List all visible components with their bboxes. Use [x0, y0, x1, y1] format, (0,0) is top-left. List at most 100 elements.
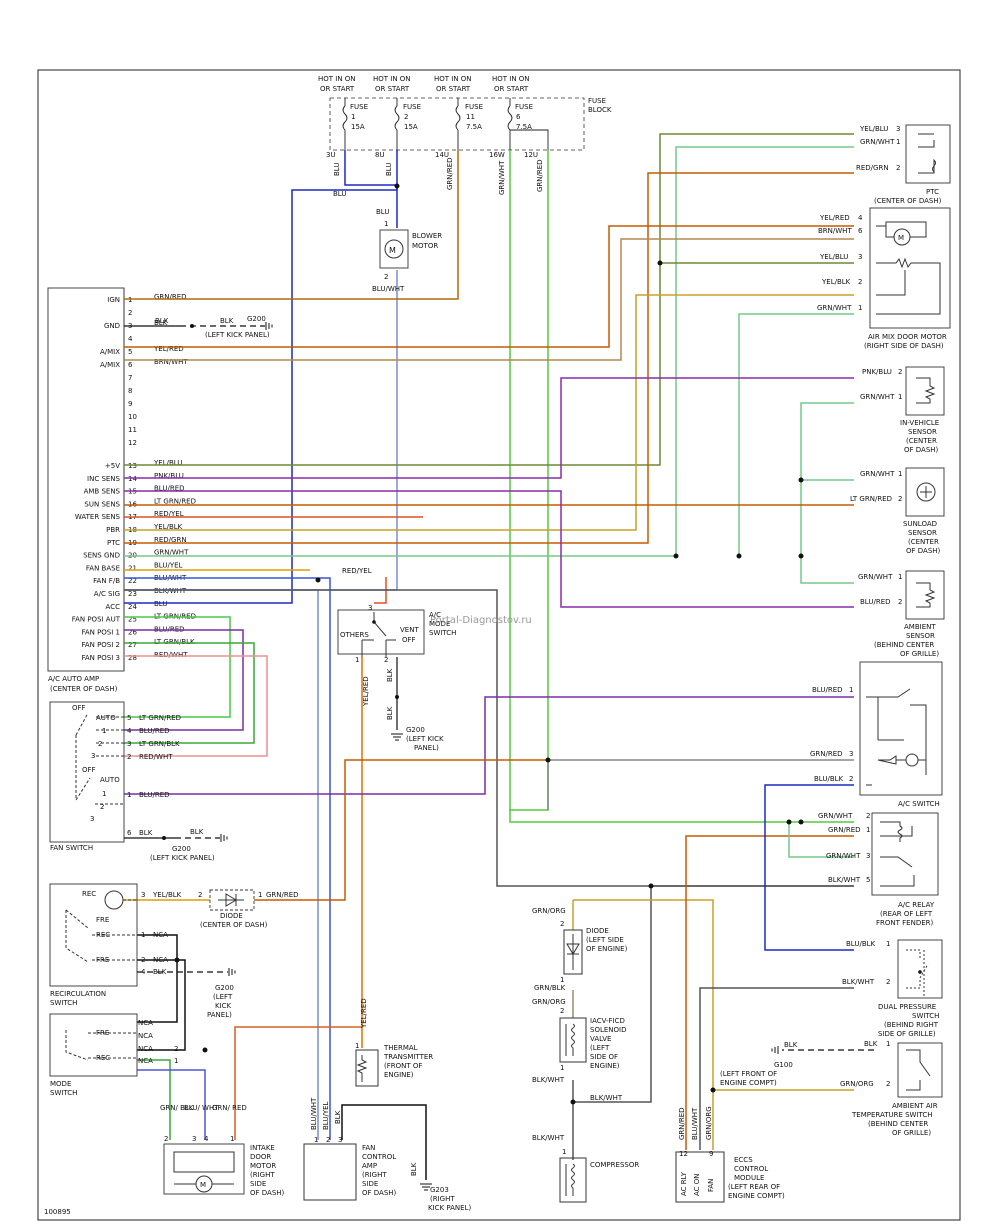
eccs-label-b: CONTROL	[734, 1165, 768, 1173]
air-mix-door-motor: M YEL/RED 4 BRN/WHT 6 YEL/BLU 3 YEL/BLK …	[817, 207, 951, 350]
amp-pin-number: 9	[128, 400, 132, 408]
mode-p1: 1	[174, 1057, 178, 1065]
intake-door-motor: M GRN/ BLK BLU/ WHT GRN/ RED 2 3 4 1 INT…	[160, 1104, 285, 1197]
g100-id: G100	[774, 1061, 793, 1069]
invehicle-label-c: (CENTER	[906, 437, 937, 445]
fan-gnd-loc: (LEFT KICK PANEL)	[150, 854, 215, 862]
amp-pin-label: PTC	[107, 539, 120, 547]
ambtemp-label-a: AMBIENT AIR	[892, 1102, 938, 1110]
mode-rec: REC	[96, 1054, 110, 1062]
hot-label-3a: HOT IN ON	[434, 75, 472, 83]
acrelay-pin-4: 5	[866, 876, 870, 884]
vent-vent: VENT	[400, 626, 419, 634]
eccs-wire-1: GRN/RED	[678, 1107, 686, 1140]
hot-label-2b: OR START	[375, 85, 410, 93]
mode-label-a: MODE	[50, 1080, 71, 1088]
ambient-label-a: AMBIENT	[904, 623, 936, 631]
g100-wire: BLK	[784, 1041, 798, 1049]
g200b-loc-a: (LEFT KICK	[406, 735, 444, 743]
diode-c-pin-l: 2	[198, 891, 202, 899]
invehicle-pin-1: 2	[898, 368, 902, 376]
hot-label-4b: OR START	[494, 85, 529, 93]
dualpress-pin-1: 1	[886, 940, 890, 948]
eccs-label-d: (LEFT REAR OF	[728, 1183, 780, 1191]
fanamp-pin-1: 1	[314, 1136, 318, 1144]
fan-pin-5: 5	[127, 714, 131, 722]
fan-p3b: 3	[90, 815, 94, 823]
intake-wire-1: GRN/ BLK	[160, 1104, 194, 1112]
intake-label-f: OF DASH)	[250, 1189, 285, 1197]
fan-pin-3: 3	[127, 740, 131, 748]
recirc-label-a: RECIRCULATION	[50, 990, 106, 998]
fuse-11-num: 11	[466, 113, 475, 121]
eccs-label-c: MODULE	[734, 1174, 764, 1182]
fuse-1-word: FUSE	[350, 103, 368, 111]
ambient-sensor: GRN/WHT 1 BLU/RED 2 AMBIENT SENSOR (BEHI…	[858, 570, 945, 658]
compressor-wire-1: BLK/WHT	[590, 1094, 623, 1102]
ambtemp-pin-2: 2	[886, 1080, 890, 1088]
vent-off: OFF	[402, 636, 416, 644]
amp-pin-number: 28	[128, 654, 137, 662]
fuse-block-label-a: FUSE	[588, 97, 606, 105]
iacv-label-f: ENGINE)	[590, 1062, 620, 1070]
gnd-wire-2: BLK	[220, 317, 234, 325]
thermal-label-a: THERMAL	[383, 1044, 418, 1052]
amp-pin-wire: PNK/BLU	[154, 472, 184, 480]
invehicle-label-b: SENSOR	[908, 428, 937, 436]
thermal-label-c: (FRONT OF	[384, 1062, 422, 1070]
recirc-rec2: REC	[96, 931, 110, 939]
amp-pin-number: 24	[128, 603, 137, 611]
amp-pin-wire: GRN/RED	[154, 293, 187, 301]
fan-off-2: OFF	[82, 766, 96, 774]
ambient-pin-1: 1	[898, 573, 902, 581]
svg-text:M: M	[898, 234, 904, 242]
amp-pin-wire: LT GRN/BLK	[154, 638, 195, 646]
ambient-pin-2: 2	[898, 598, 902, 606]
ac-relay: GRN/WHT 2 GRN/RED 1 GRN/WHT 3 BLK/WHT 5 …	[818, 812, 939, 927]
junction-dots	[174, 183, 804, 1105]
fan-p3: 3	[91, 752, 95, 760]
diode-c-wire-r: GRN/RED	[266, 891, 299, 899]
amp-pin-wire: RED/YEL	[154, 510, 184, 518]
mode-fre: FRE	[96, 1029, 109, 1037]
fan-pin-2: 2	[127, 753, 131, 761]
fan-control-amp: BLU/WHT BLU/YEL BLK 1 2 3 FAN CONTROL AM…	[303, 1097, 471, 1212]
amp-pin-label: FAN POSI 2	[81, 641, 120, 649]
recirc-label-b: SWITCH	[50, 999, 77, 1007]
airmix-wire-5: GRN/WHT	[817, 304, 852, 312]
fan-p1: 1	[102, 727, 106, 735]
recirc-wire-2: NCA	[153, 956, 168, 964]
iacv-label-c: VALVE	[590, 1035, 611, 1043]
amp-pin-label: FAN BASE	[86, 564, 120, 572]
ambtemp-label-b: TEMPERATURE SWITCH	[851, 1111, 933, 1119]
iacv-ficd-valve: GRN/ORG 2 1 BLK/WHT IACV-FICD SOLENOID V…	[532, 998, 626, 1084]
ambtemp-pin-1: 1	[886, 1040, 890, 1048]
eccs-wire-3: GRN/ORG	[705, 1106, 713, 1140]
dualpress-wire-1: BLU/BLK	[846, 940, 876, 948]
mode-p2: 2	[174, 1045, 178, 1053]
diode-e-label-b: (LEFT SIDE	[586, 936, 624, 944]
vent-others: OTHERS	[340, 631, 369, 639]
fan-switch-label: FAN SWITCH	[50, 844, 93, 852]
recirc-gnd-loc-b: KICK	[215, 1002, 232, 1010]
fuse-2-amp: 15A	[404, 123, 418, 131]
eccs-pinlabel-2: AC ON	[693, 1173, 701, 1196]
g200b-id: G200	[406, 726, 425, 734]
fan-auto-2: AUTO	[100, 776, 120, 784]
amp-pin-number: 5	[128, 348, 132, 356]
sunload-label-a: SUNLOAD	[903, 520, 937, 528]
wire-label-grnred-1: GRN/RED	[446, 157, 454, 190]
ambient-label-d: OF GRILLE)	[900, 650, 939, 658]
ptc-component: YEL/BLU 3 GRN/WHT 1 RED/GRN 2 PTC (CENTE…	[856, 124, 951, 205]
intake-wire-3: GRN/ RED	[212, 1104, 247, 1112]
ptc-wire-2: GRN/WHT	[860, 138, 895, 146]
fan-wire-2: RED/WHT	[139, 753, 173, 761]
compressor-pin: 1	[562, 1148, 566, 1156]
recirculation-switch: REC FRE REC FRE 3 1 NCA 2 NCA 4 BLK G200…	[49, 883, 236, 1019]
blower-wire-out: BLU/WHT	[372, 285, 405, 293]
fuse-extra-term: 12U	[524, 151, 538, 159]
ptc-label-b: (CENTER OF DASH)	[874, 197, 942, 205]
intake-label-d: (RIGHT	[250, 1171, 275, 1179]
